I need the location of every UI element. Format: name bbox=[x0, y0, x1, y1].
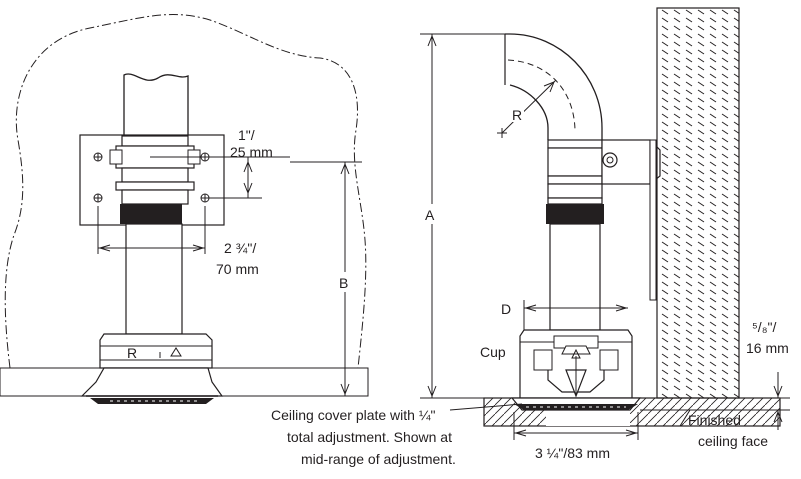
sprinkler-cup bbox=[99, 333, 213, 369]
finished-label-2: ceiling face bbox=[698, 433, 768, 449]
bolt-outer bbox=[602, 152, 618, 168]
dim-25mm-label: 25 mm bbox=[230, 144, 273, 160]
hex-nut bbox=[120, 204, 182, 224]
warning-triangle-icon bbox=[170, 347, 182, 357]
dim-d-label: D bbox=[501, 301, 511, 317]
coupling-body bbox=[121, 167, 189, 183]
clamp-ear-left bbox=[109, 149, 123, 165]
radius-line bbox=[501, 79, 557, 134]
dim-2-3-4-label: 2 ¾"/ bbox=[224, 240, 256, 256]
ceiling-opening-outline bbox=[4, 14, 367, 369]
dim-a-label: A bbox=[425, 207, 435, 223]
cover-plate-left bbox=[80, 367, 224, 397]
dim-1in-label: 1"/ bbox=[238, 127, 255, 143]
caption-line-1: Ceiling cover plate with ¼" bbox=[271, 407, 436, 423]
caption: Ceiling cover plate with ¼" total adjust… bbox=[271, 407, 456, 467]
caption-line-3: mid-range of adjustment. bbox=[301, 451, 456, 467]
coupling-ring bbox=[115, 181, 195, 191]
dim-width-label: 3 ¼"/83 mm bbox=[535, 445, 610, 461]
hex-nut-right bbox=[546, 204, 604, 224]
finished-label-1: Finished bbox=[688, 412, 741, 428]
cup-mark: R bbox=[127, 345, 137, 361]
drop-pipe-right bbox=[549, 223, 601, 331]
dim-r-label: R bbox=[512, 107, 522, 123]
dim-16mm-label: 16 mm bbox=[746, 340, 789, 356]
caption-leader bbox=[449, 403, 523, 411]
drop-pipe bbox=[125, 223, 183, 335]
coupling-lower bbox=[121, 189, 189, 205]
caption-line-2: total adjustment. Shown at bbox=[287, 429, 452, 445]
wall-bracket bbox=[601, 139, 651, 185]
dim-70mm-label: 70 mm bbox=[216, 261, 259, 277]
coupling-top bbox=[121, 135, 189, 147]
dim-5-8-label: ⁵/₈"/ bbox=[752, 319, 776, 335]
wall bbox=[656, 7, 740, 399]
cup-label: Cup bbox=[480, 344, 506, 360]
pipe-elbow bbox=[505, 33, 603, 140]
left-view: R 1"/ 25 mm 2 ¾"/ 70 mm B bbox=[0, 14, 369, 404]
coupling-right bbox=[547, 147, 603, 177]
right-view: R D Cup bbox=[420, 7, 790, 461]
dim-b-label: B bbox=[339, 275, 348, 291]
pipe-left bbox=[123, 73, 189, 135]
